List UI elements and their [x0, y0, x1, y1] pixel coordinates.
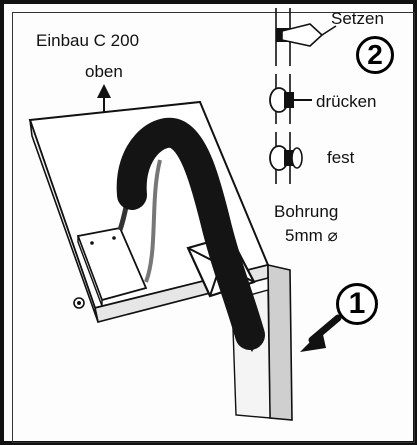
fastener-fixed-icon	[269, 132, 303, 184]
step-one-badge: 1	[336, 283, 378, 325]
fixed-label: fest	[327, 148, 355, 167]
step-two-badge: 2	[356, 36, 394, 74]
press-label: drücken	[316, 92, 377, 111]
hole-label: Bohrung	[274, 202, 339, 221]
top-label: oben	[85, 62, 123, 81]
diagram-border	[12, 12, 415, 443]
cable-bundle	[116, 117, 265, 352]
fastener-set-icon	[275, 8, 337, 66]
sensor-box	[73, 226, 148, 309]
fastener-press-icon	[269, 74, 312, 124]
installation-label: Einbau C 200	[36, 31, 140, 50]
step-one-arrow-icon	[300, 314, 342, 352]
hole-size-label: 5mm ⌀	[285, 226, 338, 245]
set-label: Setzen	[331, 9, 384, 28]
